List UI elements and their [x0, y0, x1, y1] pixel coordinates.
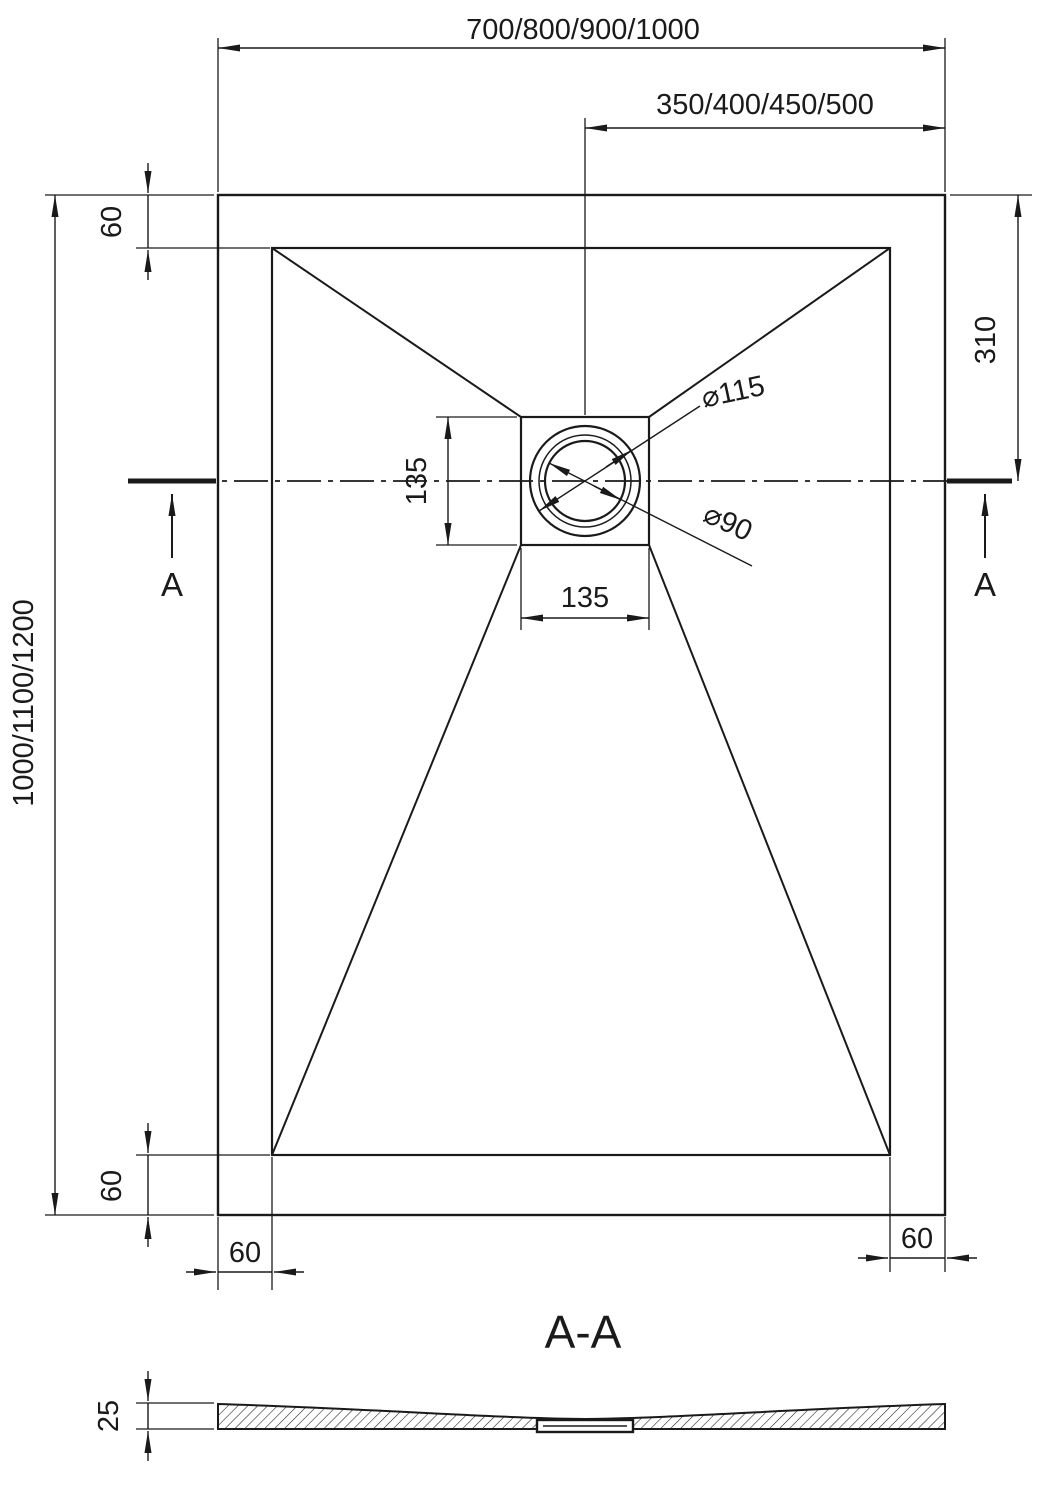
section-title: A-A: [545, 1306, 622, 1358]
dim-drain-center-options-label: 350/400/450/500: [656, 89, 874, 121]
tray-inner-edge: [270, 246, 892, 1157]
dim-outer-diameter-label: ⌀115: [699, 370, 768, 415]
dim-drain-height-label: 135: [401, 457, 433, 505]
section-view: [217, 1402, 946, 1434]
dim-length-options-label: 1000/1100/1200: [8, 599, 40, 807]
tray-plan-view: [216, 193, 947, 1217]
floor-slope-lines: [271, 247, 891, 1156]
diameter-leaders: [538, 405, 753, 567]
cutting-plane: [128, 478, 1012, 558]
dim-right-inset-label: 60: [901, 1223, 933, 1255]
leader-inner-diameter: [548, 462, 753, 567]
dim-width-options-label: 700/800/900/1000: [466, 14, 700, 46]
dim-bottom-inset-label: 60: [96, 1170, 128, 1202]
dim-inner-diameter-label: ⌀90: [699, 498, 758, 548]
small-dimensions: [144, 163, 977, 1461]
extension-lines: [45, 38, 1032, 1430]
dim-drain-offset-label: 310: [970, 316, 1002, 364]
section-label-right: A: [974, 566, 996, 603]
section-label-left: A: [161, 566, 183, 603]
dim-left-inset-label: 60: [229, 1237, 261, 1269]
labels: 700/800/900/1000 350/400/450/500 1000/11…: [8, 14, 1002, 1432]
dim-drain-width-label: 135: [561, 582, 609, 614]
dim-top-inset-label: 60: [96, 206, 128, 238]
dim-thickness-label: 25: [93, 1400, 125, 1432]
tray-outer-edge: [216, 193, 947, 1217]
dimension-lines: [51, 44, 1022, 1215]
